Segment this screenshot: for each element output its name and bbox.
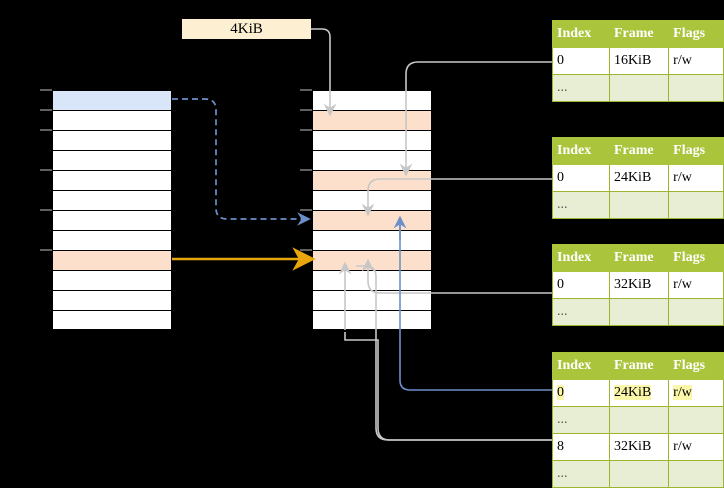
cell-frame [608, 406, 670, 434]
cell-index: ... [552, 406, 610, 434]
page-entry-row[interactable] [312, 170, 432, 190]
column-header-frame: Frame [608, 244, 670, 272]
column-header-flags: Flags [668, 20, 724, 48]
page-entry-row[interactable] [312, 290, 432, 310]
virtual-page-row[interactable] [52, 250, 172, 270]
virtual-page-row[interactable] [52, 130, 172, 150]
cell-frame: 16KiB [608, 47, 670, 75]
column-header-index: Index [552, 20, 610, 48]
virtual-page-row[interactable] [52, 190, 172, 210]
column-header-flags: Flags [668, 352, 724, 380]
page-entry-row[interactable] [312, 250, 432, 270]
cell-flags: r/w [668, 164, 724, 192]
cell-index: ... [552, 74, 610, 102]
connector-virtual-to-page-dashed [172, 98, 311, 226]
column-header-index: Index [552, 137, 610, 165]
virtual-page-row[interactable] [52, 110, 172, 130]
left-column-ticks [40, 89, 52, 251]
page-entry-row[interactable] [312, 210, 432, 230]
cell-frame: 24KiB [608, 164, 670, 192]
cell-flags [668, 191, 724, 219]
cell-index: ... [552, 460, 610, 488]
cell-index: 0 [552, 164, 610, 192]
page-entry-row[interactable] [312, 130, 432, 150]
cell-flags [668, 298, 724, 326]
page-entry-row[interactable] [312, 190, 432, 210]
virtual-page-row[interactable] [52, 310, 172, 330]
cell-flags: r/w [668, 433, 724, 461]
middle-column-ticks [300, 89, 312, 251]
column-header-frame: Frame [608, 352, 670, 380]
cell-frame [608, 191, 670, 219]
page-entry-row[interactable] [312, 230, 432, 250]
cell-flags [668, 406, 724, 434]
page-entry-row[interactable] [312, 110, 432, 130]
cell-flags: r/w [668, 271, 724, 299]
table-ellipsis-row[interactable]: ... [552, 191, 724, 219]
table-ellipsis-row[interactable]: ... [552, 406, 724, 434]
column-header-flags: Flags [668, 244, 724, 272]
virtual-page-row[interactable] [52, 290, 172, 310]
cell-frame: 32KiB [608, 433, 670, 461]
table-ellipsis-row[interactable]: ... [552, 74, 724, 102]
virtual-page-row[interactable] [52, 230, 172, 250]
cell-frame: 24KiB [608, 379, 670, 407]
cell-flags [668, 74, 724, 102]
column-header-index: Index [552, 244, 610, 272]
cell-index: 8 [552, 433, 610, 461]
cell-frame: 32KiB [608, 271, 670, 299]
column-header-frame: Frame [608, 20, 670, 48]
cell-frame [608, 74, 670, 102]
highlight-mark: 24KiB [613, 385, 652, 400]
page-entry-row[interactable] [312, 310, 432, 330]
table-row[interactable]: 0 24KiB r/w [552, 379, 724, 407]
cell-flags: r/w [668, 379, 724, 407]
table-ellipsis-row[interactable]: ... [552, 460, 724, 488]
highlight-mark: r/w [673, 385, 692, 400]
page-size-label: 4KiB [182, 19, 311, 39]
column-header-index: Index [552, 352, 610, 380]
cell-frame [608, 298, 670, 326]
page-entry-row[interactable] [312, 90, 432, 110]
virtual-page-row[interactable] [52, 270, 172, 290]
cell-index: ... [552, 298, 610, 326]
highlight-mark: 0 [557, 385, 564, 400]
cell-flags [668, 460, 724, 488]
cell-index: 0 [552, 379, 610, 407]
page-entry-row[interactable] [312, 150, 432, 170]
column-header-flags: Flags [668, 137, 724, 165]
cell-index: 0 [552, 271, 610, 299]
page-entry-row[interactable] [312, 270, 432, 290]
virtual-address-space-column [52, 90, 172, 330]
virtual-page-row[interactable] [52, 150, 172, 170]
column-header-frame: Frame [608, 137, 670, 165]
table-ellipsis-row[interactable]: ... [552, 298, 724, 326]
connector-table4-row8-link [344, 332, 552, 441]
cell-flags: r/w [668, 47, 724, 75]
page-table-column [312, 90, 432, 330]
cell-index: 0 [552, 47, 610, 75]
virtual-page-row[interactable] [52, 170, 172, 190]
cell-index: ... [552, 191, 610, 219]
cell-frame [608, 460, 670, 488]
virtual-page-row[interactable] [52, 90, 172, 110]
virtual-page-row[interactable] [52, 210, 172, 230]
